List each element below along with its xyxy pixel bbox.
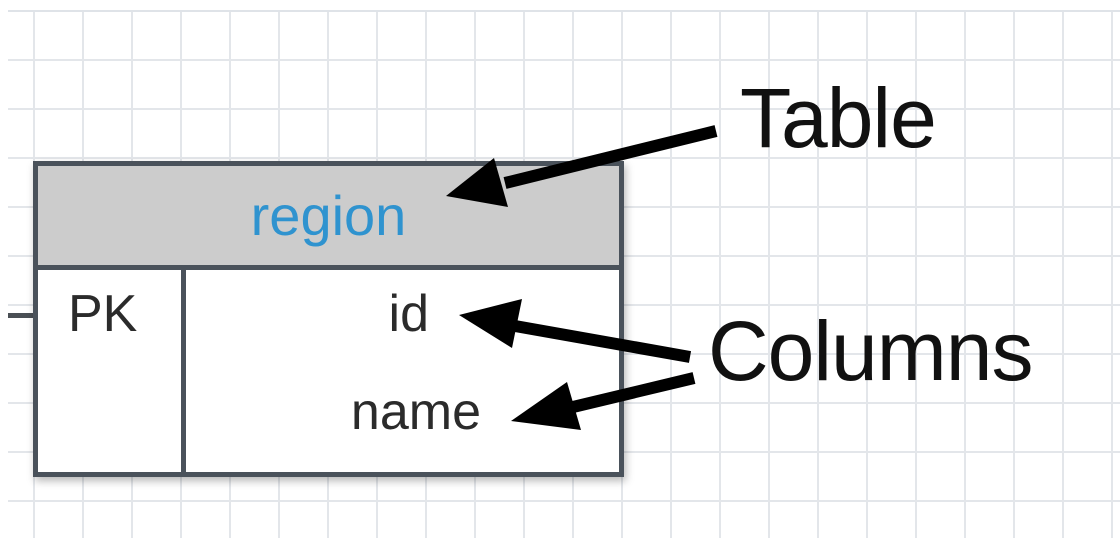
annotation-columns-label: Columns: [708, 304, 1033, 398]
canvas-left-strip: [0, 0, 8, 538]
arrow-to-id-column: [513, 320, 692, 363]
annotation-table-label: Table: [740, 71, 937, 165]
table-name: region: [250, 184, 407, 247]
entity-table-region[interactable]: region PK id name: [33, 161, 624, 477]
arrowhead-name-column: [511, 382, 581, 430]
column-id[interactable]: id: [388, 285, 429, 343]
arrow-to-table: [503, 125, 718, 189]
arrowhead-id-column: [459, 299, 522, 348]
column-name[interactable]: name: [350, 383, 481, 441]
key-column: PK: [38, 270, 186, 472]
arrowhead-table: [446, 158, 508, 207]
column-list: id name: [186, 270, 619, 472]
primary-key-label: PK: [68, 285, 138, 343]
relation-connector-line[interactable]: [8, 313, 36, 318]
canvas-top-border: [0, 0, 1120, 12]
arrow-to-name-column: [571, 372, 696, 413]
